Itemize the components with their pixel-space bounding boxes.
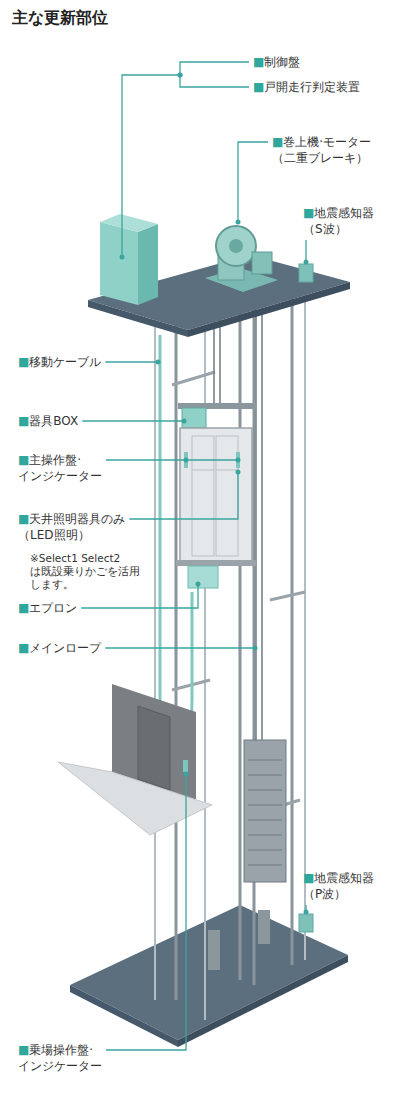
counterweight-plate [248,760,282,865]
label-line: ■制御盤 [253,54,300,70]
part-label: ■乗場操作盤· インジケーター [18,1042,102,1074]
buffer [208,930,220,970]
leader-dot [120,255,125,260]
hoist-sheave [216,226,256,266]
landing-door [138,706,170,790]
label-line: ■地震感知器 [303,870,374,886]
title: 主な更新部位 [12,8,108,29]
car [180,428,252,562]
label-line: ■天井照明器具のみ [18,511,125,527]
leader-line [105,647,255,648]
part-label: ■地震感知器 （P波） [303,870,374,902]
leader-line [81,584,198,608]
label-line: ■巻上機·モーター [272,134,371,150]
label-line: します。 [30,578,140,591]
label-line: ■メインロープ [18,640,101,656]
leader-line [180,62,249,75]
label-line: ■移動ケーブル [18,354,101,370]
label-line: ※Select1 Select2 [30,552,140,565]
landing-floor [58,762,212,835]
leader-dot [236,458,241,463]
leader-dot [196,582,201,587]
pit-slab-edge [178,955,348,1047]
label-line: インジケーター [18,468,102,484]
machine-slab-edge [88,300,188,337]
part-label: ■主操作盤· インジケーター [18,452,102,484]
label-line: ■エプロン [18,600,77,616]
leader-line [122,75,180,255]
label-line: インジケーター [18,1058,102,1074]
hoist-brake [252,252,272,274]
part-label: ■地震感知器 （S波） [303,205,374,237]
leader-line [106,459,238,460]
car-panel [236,452,240,468]
part-label: ■制御盤 [253,54,300,70]
control-panel [100,214,158,232]
control-panel [138,224,158,305]
landing-panel [183,760,188,772]
part-label: ■メインロープ [18,640,101,656]
buffer [258,910,270,944]
leader-dot [156,360,161,365]
shaft-frame [155,290,305,1020]
leader-line [238,142,268,222]
leader-line [105,361,158,362]
leader-line [180,75,249,87]
leader-dot [304,910,309,915]
label-line: （二重ブレーキ） [272,150,371,166]
apron [188,566,218,588]
label-line: ■地震感知器 [303,205,374,221]
seismic-sensor [299,914,313,932]
leader-dot [178,73,183,78]
leader-dot [236,220,241,225]
pit-slab-edge [70,985,178,1047]
note-text: ※Select1 Select2 は既設乗りかごを活用 します。 [30,552,140,591]
part-label: ■エプロン [18,600,77,616]
leader-dot [236,470,241,475]
label-line: は既設乗りかごを活用 [30,565,140,578]
label-line: ■主操作盤· [18,452,102,468]
leader-dot [178,73,183,78]
leader-dot [182,419,187,424]
part-label: ■巻上機·モーター （二重ブレーキ） [272,134,371,166]
label-line: （P波） [303,886,374,902]
hoist-hub [229,239,243,253]
label-line: ■器具BOX [18,413,78,429]
part-label: ■戸開走行判定装置 [253,79,360,95]
leader-dot [184,772,189,777]
label-line: ■戸開走行判定装置 [253,79,360,95]
seismic-sensor [299,264,313,282]
car-door [192,436,238,556]
machine-slab-edge [188,282,350,337]
leader-line [106,774,186,1050]
part-label: ■器具BOX [18,413,78,429]
leader-dot [253,646,258,651]
leader-line [82,420,184,421]
part-label: ■天井照明器具のみ （LED照明） [18,511,125,543]
leader-line [305,240,306,262]
equipment-box [182,408,206,428]
control-panel [100,222,138,305]
label-line: ■乗場操作盤· [18,1042,102,1058]
label-line: （S波） [303,221,374,237]
part-label: ■移動ケーブル [18,354,101,370]
pit-slab [70,905,348,1040]
leader-dot [304,260,309,265]
car-platform [176,560,256,566]
label-line: （LED照明） [18,527,125,543]
counterweight [244,740,286,882]
leader-line [129,472,238,519]
